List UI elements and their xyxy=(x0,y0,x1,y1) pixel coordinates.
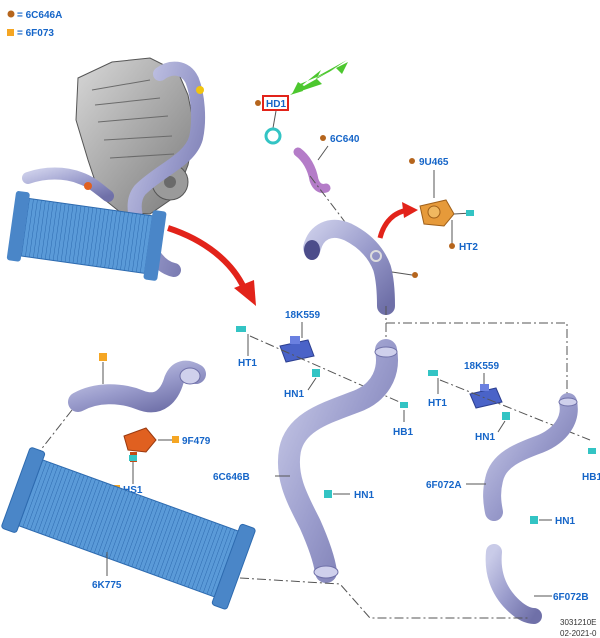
green-arrow-to-hd1 xyxy=(292,62,348,94)
engine-orange-sensor xyxy=(84,182,92,190)
part-left-upper-hose xyxy=(68,360,206,413)
18k559-right-axis xyxy=(439,379,591,441)
part-6f072b-pipe xyxy=(485,544,542,624)
hb1-left-bolt xyxy=(400,402,408,408)
ht1-left-clip xyxy=(236,326,246,332)
label-hn1-right[interactable]: HN1 xyxy=(475,432,495,443)
label-6c640[interactable]: 6C640 xyxy=(330,134,360,145)
engine-intercooler xyxy=(6,191,167,281)
upper-intake-leader xyxy=(391,271,413,276)
part-9u465-sensor xyxy=(419,199,455,227)
label-ht1-left[interactable]: HT1 xyxy=(238,358,257,369)
upper-intake-inlet xyxy=(304,240,320,260)
6c640-center-line xyxy=(309,175,346,223)
hd1-highlight-box xyxy=(262,95,289,111)
engine-lower-hose xyxy=(22,167,114,202)
upper-intake-clamp xyxy=(370,250,382,262)
left-upper-hose-axis xyxy=(35,409,73,457)
upper-left-hose-marker xyxy=(99,353,107,361)
label-hn1-mid[interactable]: HN1 xyxy=(354,490,374,501)
hn1-right-leader xyxy=(497,420,506,433)
9u465-marker xyxy=(409,158,415,164)
hn1-left-nut xyxy=(312,369,320,377)
footer-code: 3031210E xyxy=(560,618,596,627)
label-hb1-right[interactable]: HB1 xyxy=(582,472,600,483)
6c646b-top-end xyxy=(374,346,398,358)
label-hd1[interactable]: HD1 xyxy=(266,99,286,110)
label-6f072a[interactable]: 6F072A xyxy=(426,480,462,491)
label-6k775[interactable]: 6K775 xyxy=(92,580,122,591)
9f479-marker xyxy=(172,436,179,443)
legend-circle-marker xyxy=(7,10,15,18)
red-arrow-engine-to-parts xyxy=(167,225,247,290)
upper-intake-elbow xyxy=(303,219,395,315)
label-ht2[interactable]: HT2 xyxy=(459,242,478,253)
part-18k559-left-bracket xyxy=(279,336,315,363)
ht2-clip xyxy=(466,210,474,216)
left-upper-hose-end xyxy=(179,367,201,385)
label-18k559-left[interactable]: 18K559 xyxy=(285,310,320,321)
hn1-right2-nut xyxy=(530,516,538,524)
label-hb1-left[interactable]: HB1 xyxy=(393,427,413,438)
legend-6f073: = 6F073 xyxy=(17,28,54,39)
hd1-leader xyxy=(272,110,277,129)
footer-date: 02-2021-0 xyxy=(560,629,597,638)
ht1-right-clip xyxy=(428,370,438,376)
part-9f479-sensor xyxy=(123,427,157,462)
center-line-bottom xyxy=(239,577,528,619)
6c640-leader xyxy=(317,145,329,161)
upper-intake-marker xyxy=(412,272,418,278)
legend-6c646a: = 6C646A xyxy=(17,10,62,21)
part-6f072a-pipe xyxy=(483,393,578,521)
legend-square-marker xyxy=(7,29,14,36)
part-18k559-right-bracket xyxy=(469,384,503,409)
hs1-screw xyxy=(129,455,137,461)
hn1-left-leader xyxy=(307,377,317,391)
hn1-mid-nut xyxy=(324,490,332,498)
label-6f072b[interactable]: 6F072B xyxy=(553,592,589,603)
label-hs1[interactable]: HS1 xyxy=(123,485,143,496)
6c646b-bottom-end xyxy=(313,565,339,579)
hn1-right-nut xyxy=(502,412,510,420)
engine-yellow-cap xyxy=(196,86,204,94)
label-ht1-right[interactable]: HT1 xyxy=(428,398,447,409)
engine-detail xyxy=(91,79,175,159)
ht2-marker xyxy=(449,243,455,249)
label-6c646b[interactable]: 6C646B xyxy=(213,472,250,483)
engine-pulley-hub xyxy=(164,176,176,188)
engine-assembly-illustration xyxy=(6,57,206,281)
red-arrow-9u465-head xyxy=(402,202,418,218)
hb1-right-bolt xyxy=(588,448,596,454)
hd1-clamp xyxy=(264,127,282,145)
label-hn1-right2[interactable]: HN1 xyxy=(555,516,575,527)
legend: = 6C646A = 6F073 xyxy=(7,10,62,39)
red-arrow-engine-head xyxy=(234,280,256,306)
part-6k775-intercooler xyxy=(1,447,256,610)
part-6c640-hose xyxy=(293,147,331,193)
label-9u465[interactable]: 9U465 xyxy=(419,157,449,168)
6f072a-top-end xyxy=(558,397,578,407)
6c640-marker xyxy=(320,135,326,141)
label-9f479[interactable]: 9F479 xyxy=(182,436,211,447)
part-6c646b-pipe xyxy=(277,339,398,583)
green-arrow-shape xyxy=(290,60,347,95)
label-18k559-right[interactable]: 18K559 xyxy=(464,361,499,372)
hd1-marker xyxy=(255,100,261,106)
label-hn1-left[interactable]: HN1 xyxy=(284,389,304,400)
